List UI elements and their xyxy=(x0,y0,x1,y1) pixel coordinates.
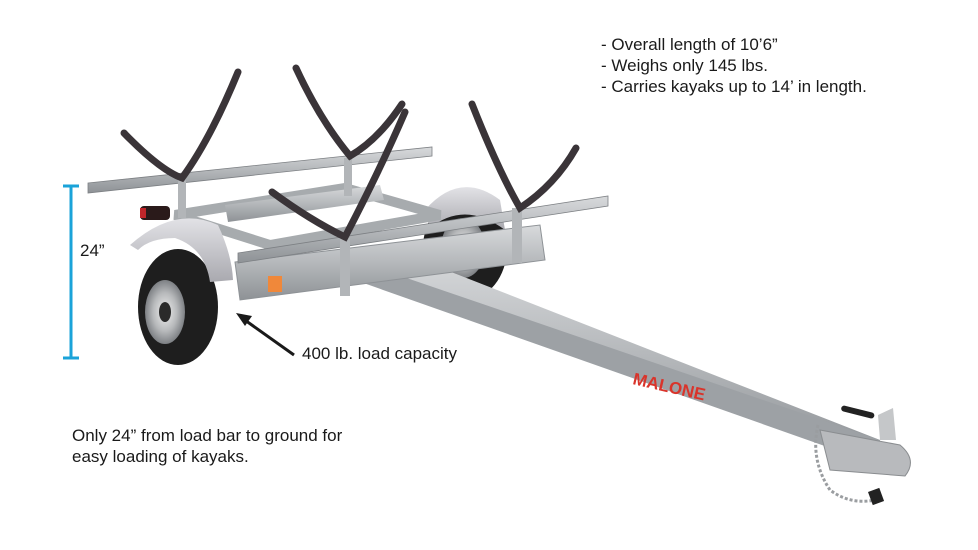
loading-height-note: Only 24” from load bar to ground for eas… xyxy=(72,426,343,466)
load-capacity-callout: 400 lb. load capacity xyxy=(302,344,457,363)
front-wheel-near xyxy=(130,206,233,365)
spec-list: - Overall length of 10’6” - Weighs only … xyxy=(601,34,867,97)
height-dimension-label: 24” xyxy=(80,241,105,260)
height-dimension-line xyxy=(63,184,79,360)
spec-kayak-length: - Carries kayaks up to 14’ in length. xyxy=(601,77,867,96)
hitch-coupler xyxy=(814,405,911,506)
kayak-cradles xyxy=(120,64,580,242)
trailer-tongue: MALONE xyxy=(355,250,880,462)
spec-length: - Overall length of 10’6” xyxy=(601,35,778,54)
load-bars xyxy=(87,146,609,296)
callout-arrow xyxy=(236,313,295,357)
spec-weight: - Weighs only 145 lbs. xyxy=(601,56,768,75)
